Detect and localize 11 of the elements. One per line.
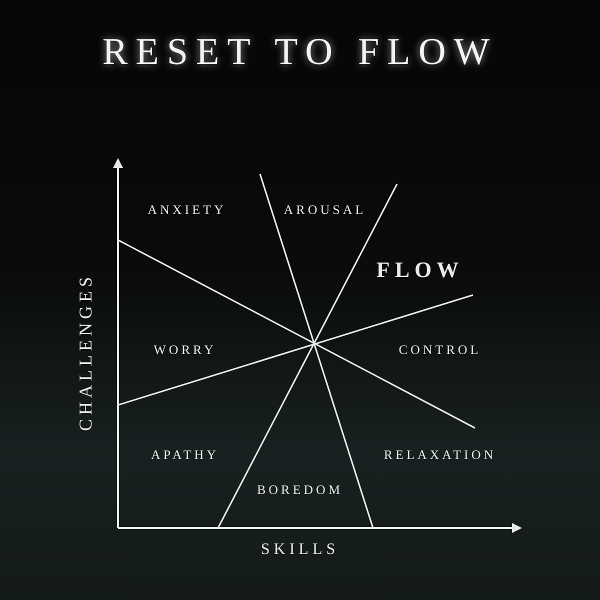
- region-label: BOREDOM: [257, 482, 343, 498]
- region-label: ANXIETY: [148, 202, 226, 218]
- highlight-label: FLOW: [376, 257, 464, 283]
- axis-label: CHALLENGES: [76, 273, 96, 431]
- region-label: AROUSAL: [284, 202, 366, 218]
- region-label: APATHY: [150, 447, 220, 463]
- axis-label: SKILLS: [260, 541, 340, 559]
- title: RESET TO FLOW: [101, 30, 499, 74]
- region-label: RELAXATION: [384, 447, 496, 463]
- region-label: CONTROL: [398, 342, 482, 358]
- region-label: WORRY: [154, 342, 216, 358]
